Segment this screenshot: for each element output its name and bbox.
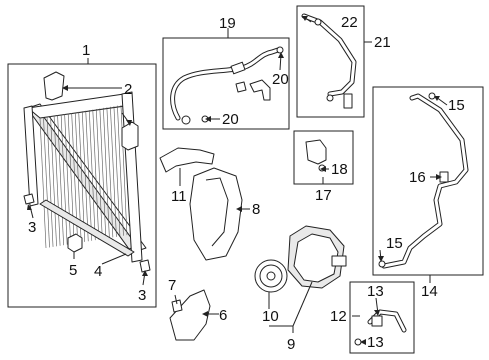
o-ring-icon — [314, 18, 322, 26]
condenser-fin — [39, 117, 47, 249]
callout-9: 9 — [287, 336, 295, 353]
leader-arrows — [27, 16, 442, 345]
o-ring-icon — [276, 46, 284, 54]
callout-10: 10 — [262, 308, 279, 325]
condenser-fin — [117, 105, 124, 236]
tube-assembly-icon — [367, 309, 407, 333]
callout-11: 11 — [171, 188, 187, 205]
pipe-bracket-icon — [159, 147, 215, 173]
air-deflector-rib-icon — [205, 177, 229, 247]
liquid-line-icon — [381, 93, 469, 269]
callout-6: 6 — [219, 307, 227, 324]
fitting-icon — [249, 79, 271, 101]
callout-15-upper: 15 — [448, 97, 465, 114]
condenser-fin — [113, 106, 121, 237]
condenser-fin — [85, 110, 93, 241]
condenser-fin — [81, 111, 89, 242]
callout-numbers: 1 2 3 3 4 5 6 7 8 9 10 11 12 13 13 14 15… — [28, 14, 465, 353]
callout-12: 12 — [330, 308, 347, 325]
condenser-fin — [46, 116, 54, 247]
callout-3-upper: 3 — [28, 219, 36, 236]
bushing-icon — [67, 233, 83, 253]
condenser-fin — [64, 114, 71, 245]
condenser-fin — [96, 109, 103, 240]
condenser-fin — [88, 110, 96, 241]
callout-17: 17 — [315, 187, 332, 204]
callout-3-lower: 3 — [138, 287, 146, 304]
callout-16: 16 — [409, 169, 426, 186]
callout-15-lower: 15 — [386, 235, 403, 252]
condenser-fin — [43, 117, 50, 248]
callout-20-lower: 20 — [222, 111, 239, 128]
callout-21: 21 — [374, 34, 391, 51]
condenser-fin — [53, 115, 61, 246]
callout-18: 18 — [331, 161, 348, 178]
condenser-fin — [120, 105, 128, 236]
callout-19: 19 — [219, 15, 236, 32]
condenser-fin — [57, 115, 64, 246]
condenser-fin — [60, 114, 68, 245]
callout-20-upper: 20 — [272, 71, 289, 88]
callout-4: 4 — [94, 263, 102, 280]
condenser-icon — [23, 91, 147, 263]
bolt-icon — [171, 299, 183, 313]
expansion-valve-icon — [305, 139, 327, 165]
fitting-icon — [235, 81, 247, 93]
suction-hose-icon — [170, 47, 281, 125]
callout-14: 14 — [421, 283, 438, 300]
o-ring-icon — [326, 94, 334, 102]
condenser-fin — [50, 116, 57, 247]
callout-5: 5 — [69, 262, 77, 279]
callout-7: 7 — [168, 277, 176, 294]
seal-strip-icon — [39, 199, 135, 257]
condenser-fin — [78, 111, 86, 242]
clip-icon — [139, 259, 151, 273]
condenser-fin — [92, 109, 100, 240]
condenser-fin — [110, 106, 117, 237]
mounting-bracket-icon — [43, 71, 65, 101]
condenser-fin — [99, 108, 107, 239]
condenser-fin — [103, 107, 110, 238]
mounting-bracket-icon — [121, 121, 139, 151]
air-deflector-icon — [189, 167, 243, 261]
discharge-hose-group-box — [296, 5, 365, 118]
suction-hose-group-box — [162, 37, 290, 130]
condenser-group-box — [7, 63, 157, 308]
callout-1: 1 — [82, 42, 90, 59]
condenser-fin — [106, 107, 114, 238]
compressor-icon — [287, 225, 347, 289]
tube-assembly-group-box — [349, 281, 415, 354]
callout-22: 22 — [341, 14, 358, 31]
callout-13-lower: 13 — [367, 334, 384, 351]
pulley-icon — [254, 259, 288, 293]
liquid-line-group-box — [372, 86, 484, 276]
o-ring-icon — [378, 260, 386, 268]
callout-8: 8 — [252, 201, 260, 218]
clip-icon — [23, 193, 35, 205]
callout-13-upper: 13 — [367, 283, 384, 300]
callout-2: 2 — [124, 81, 132, 98]
